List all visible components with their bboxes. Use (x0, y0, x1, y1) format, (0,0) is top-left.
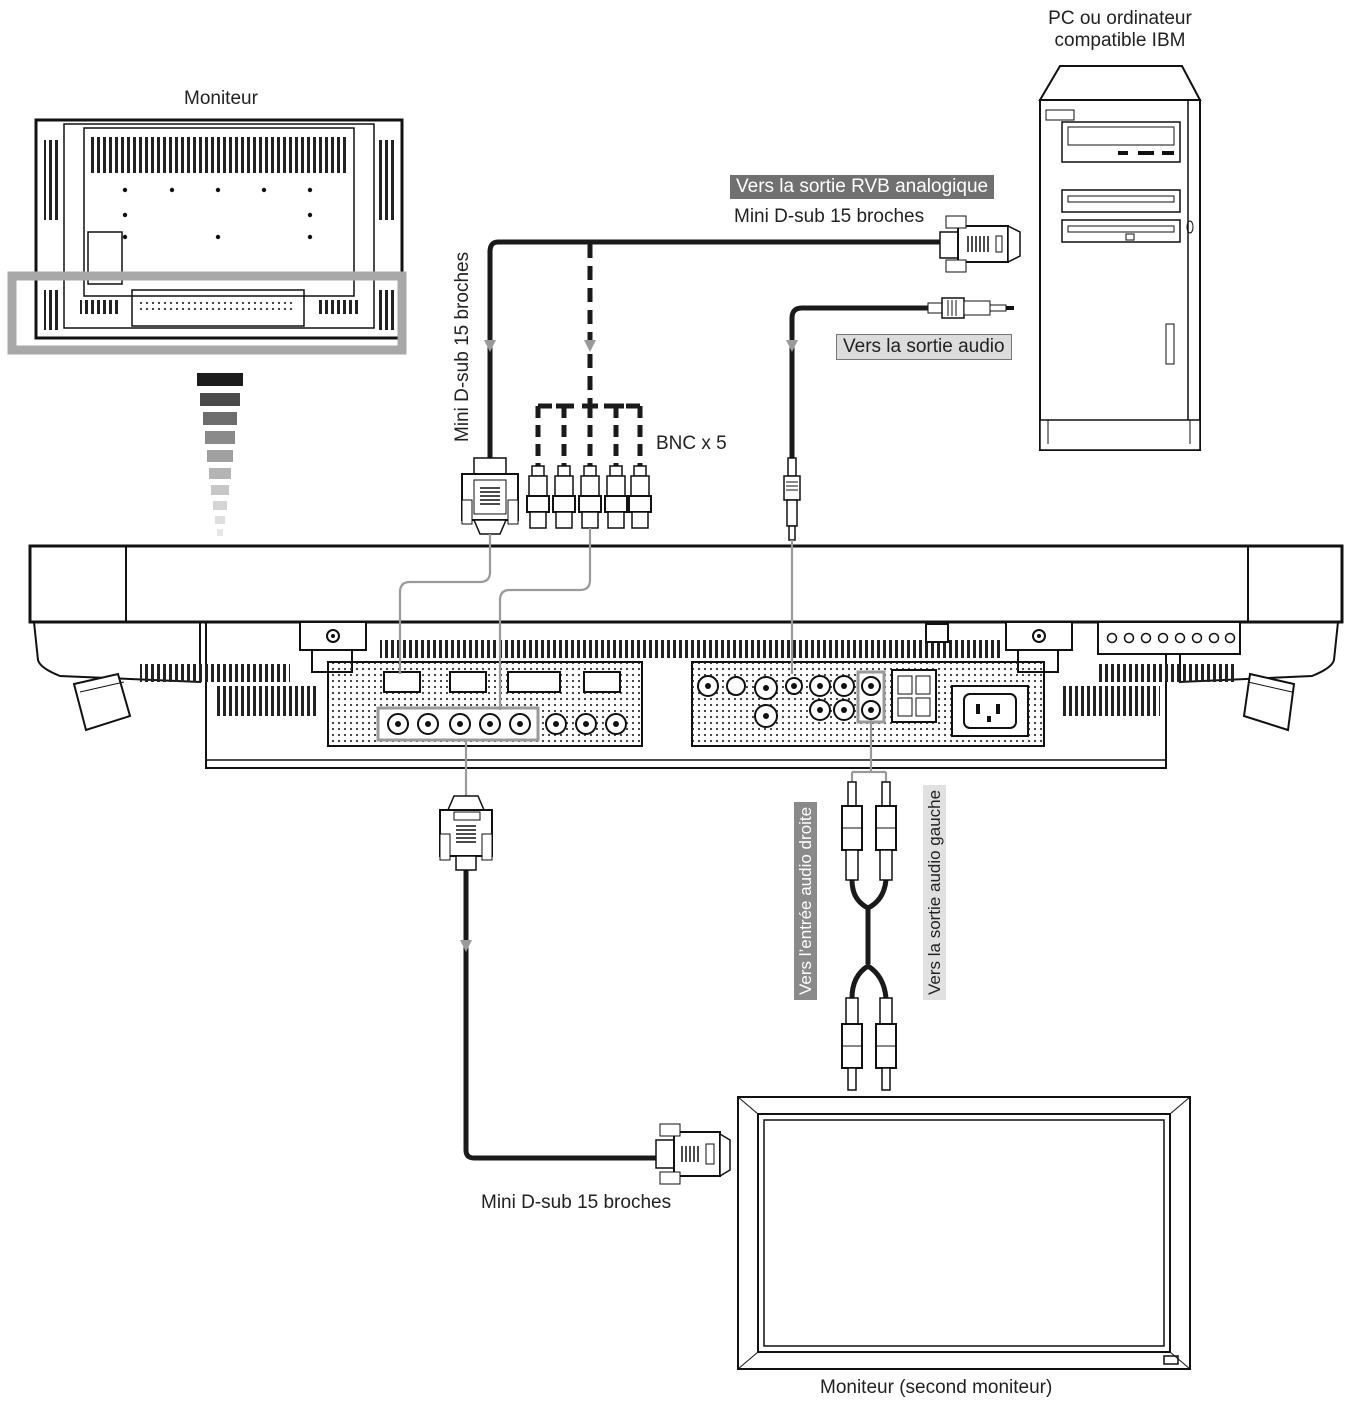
dsub-connector-second-monitor (655, 1123, 731, 1185)
pc-tower (1038, 65, 1202, 451)
audio-jack-pc (927, 297, 1014, 319)
monitor-label: Moniteur (184, 88, 258, 109)
dsub-connector-output (439, 795, 493, 871)
second-monitor (737, 1096, 1191, 1370)
bnc-connectors (526, 465, 652, 529)
flow-arrows (460, 340, 798, 952)
dsub-connector-input (461, 457, 519, 535)
rca-plugs (841, 781, 897, 1091)
monitor-rear-thumbnail (7, 118, 407, 355)
second-monitor-label: Moniteur (second moniteur) (820, 1377, 1053, 1398)
dsub-connector-pc (939, 215, 1021, 273)
dsub-label-vertical: Mini D-sub 15 broches (452, 251, 473, 442)
cable-bnc-dashed (535, 244, 643, 466)
audio-left-output-text: Vers la sortie audio gauche (923, 784, 946, 1000)
cable-rgb (487, 239, 940, 462)
audio-jack-input (783, 457, 801, 541)
audio-output-label: Vers la sortie audio (836, 334, 1012, 360)
bnc-label: BNC x 5 (656, 433, 727, 454)
audio-right-input-label: Vers l’entrée audio droite (794, 801, 817, 1000)
cable-out-monitor (463, 868, 658, 1161)
dsub-label-top: Mini D-sub 15 broches (734, 206, 925, 227)
cable-rca (849, 879, 889, 999)
pc-label: PC ou ordinateur compatible IBM (1048, 8, 1192, 51)
dsub-label-bottom: Mini D-sub 15 broches (481, 1192, 672, 1213)
rgb-output-label: Vers la sortie RVB analogique (730, 175, 995, 199)
cable-audio (789, 305, 928, 460)
gray-cable-routes (398, 528, 888, 798)
monitor-rear-panel (28, 544, 1344, 769)
audio-left-output-label: Vers la sortie audio gauche (923, 784, 946, 1000)
zoom-indicator (197, 373, 243, 536)
audio-right-input-text: Vers l’entrée audio droite (794, 801, 817, 1000)
